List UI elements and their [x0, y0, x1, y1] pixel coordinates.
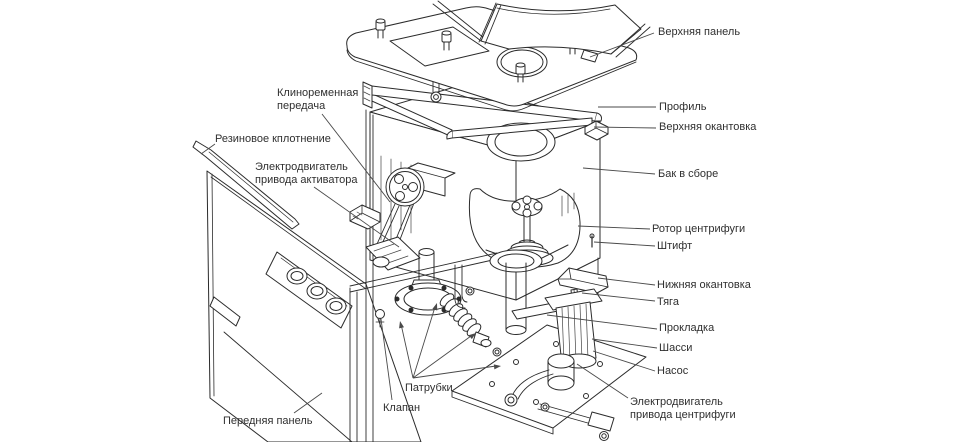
label-centrifuge-motor: Электродвигатель привода центрифуги: [630, 396, 736, 421]
label-rod: Тяга: [657, 296, 679, 308]
activator-assembly: [349, 248, 538, 442]
label-centrifuge-rotor: Ротор центрифуги: [652, 223, 746, 235]
label-chassis: Шасси: [659, 342, 693, 354]
label-top-panel: Верхняя панель: [658, 26, 741, 38]
label-activator-motor: Электродвигатель привода активатора: [255, 161, 358, 186]
label-bottom-trim: Нижняя окантовка: [657, 279, 751, 291]
label-rubber-seal: Резиновое кплотнение: [215, 133, 331, 145]
label-pin: Штифт: [657, 240, 693, 252]
label-front-panel: Передняя панель: [223, 415, 313, 427]
lid-part: [432, 0, 651, 63]
label-top-trim: Верхняя окантовка: [659, 121, 757, 133]
belt-drive-part: [349, 167, 425, 271]
label-gasket: Прокладка: [659, 322, 715, 334]
corrugated-hose: [439, 293, 492, 348]
bottom-assembly: [451, 249, 647, 441]
label-v-belt: Клиноременная передача: [277, 87, 359, 112]
label-valve: Клапан: [383, 402, 421, 414]
label-pipes: Патрубки: [405, 382, 453, 394]
label-pump: Насос: [657, 365, 689, 377]
front-panel-part: [192, 140, 422, 442]
leader-lines: [200, 32, 658, 414]
label-profile: Профиль: [659, 101, 707, 113]
label-tank-assembly: Бак в сборе: [658, 168, 719, 180]
